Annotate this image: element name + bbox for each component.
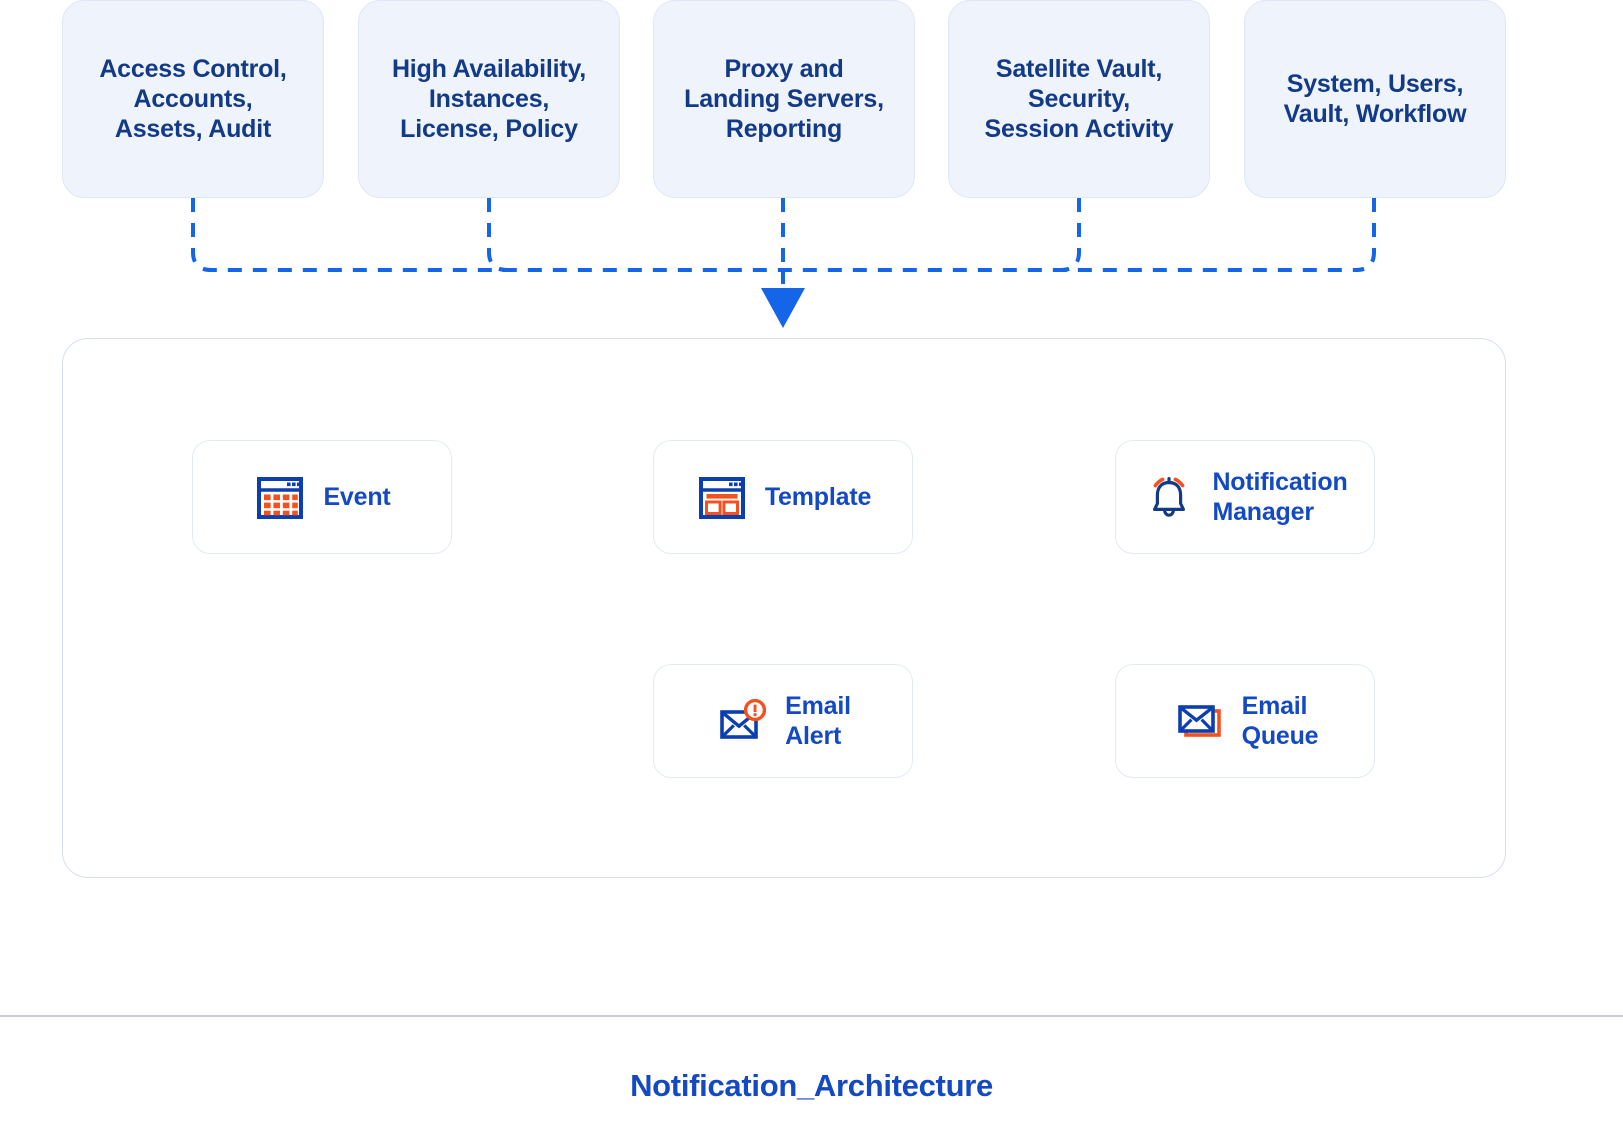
notification-architecture-container bbox=[62, 338, 1506, 878]
wire-source-1 bbox=[191, 198, 1356, 272]
source-box-high-availability[interactable]: High Availability, Instances, License, P… bbox=[358, 0, 620, 198]
source-label: High Availability, Instances, License, P… bbox=[391, 55, 587, 143]
node-label: Template bbox=[764, 483, 872, 511]
source-label: Satellite Vault, Security, Session Activ… bbox=[984, 55, 1174, 143]
source-box-system-users-vault-workflow[interactable]: System, Users, Vault, Workflow bbox=[1244, 0, 1506, 198]
calendar-grid-icon bbox=[253, 470, 307, 524]
node-event[interactable]: Event bbox=[192, 440, 452, 554]
envelope-alert-icon bbox=[715, 694, 769, 748]
footer-divider bbox=[0, 1015, 1623, 1017]
source-label: Proxy and Landing Servers, Reporting bbox=[684, 55, 884, 143]
wire-source-2 bbox=[487, 198, 508, 272]
envelope-stack-icon bbox=[1172, 694, 1226, 748]
bell-ringing-icon bbox=[1142, 470, 1196, 524]
source-modules-row: Access Control, Accounts, Assets, Audit … bbox=[0, 0, 1623, 200]
wire-source-4 bbox=[1060, 198, 1081, 272]
source-box-access-control[interactable]: Access Control, Accounts, Assets, Audit bbox=[62, 0, 324, 198]
source-label: System, Users, Vault, Workflow bbox=[1283, 70, 1467, 128]
source-box-proxy-landing-servers[interactable]: Proxy and Landing Servers, Reporting bbox=[653, 0, 915, 198]
node-label: Event bbox=[323, 483, 391, 511]
diagram-title: Notification_Architecture bbox=[630, 1068, 993, 1103]
template-window-icon bbox=[695, 470, 749, 524]
node-email-alert[interactable]: Email Alert bbox=[653, 664, 913, 778]
wire-source-5 bbox=[1355, 198, 1376, 272]
node-notification-manager[interactable]: Notification Manager bbox=[1115, 440, 1375, 554]
source-box-satellite-vault[interactable]: Satellite Vault, Security, Session Activ… bbox=[948, 0, 1210, 198]
node-label: Email Alert bbox=[785, 692, 851, 750]
node-label: Notification Manager bbox=[1212, 468, 1348, 526]
node-email-queue[interactable]: Email Queue bbox=[1115, 664, 1375, 778]
node-label: Email Queue bbox=[1241, 692, 1319, 750]
node-template[interactable]: Template bbox=[653, 440, 913, 554]
source-label: Access Control, Accounts, Assets, Audit bbox=[99, 55, 287, 143]
